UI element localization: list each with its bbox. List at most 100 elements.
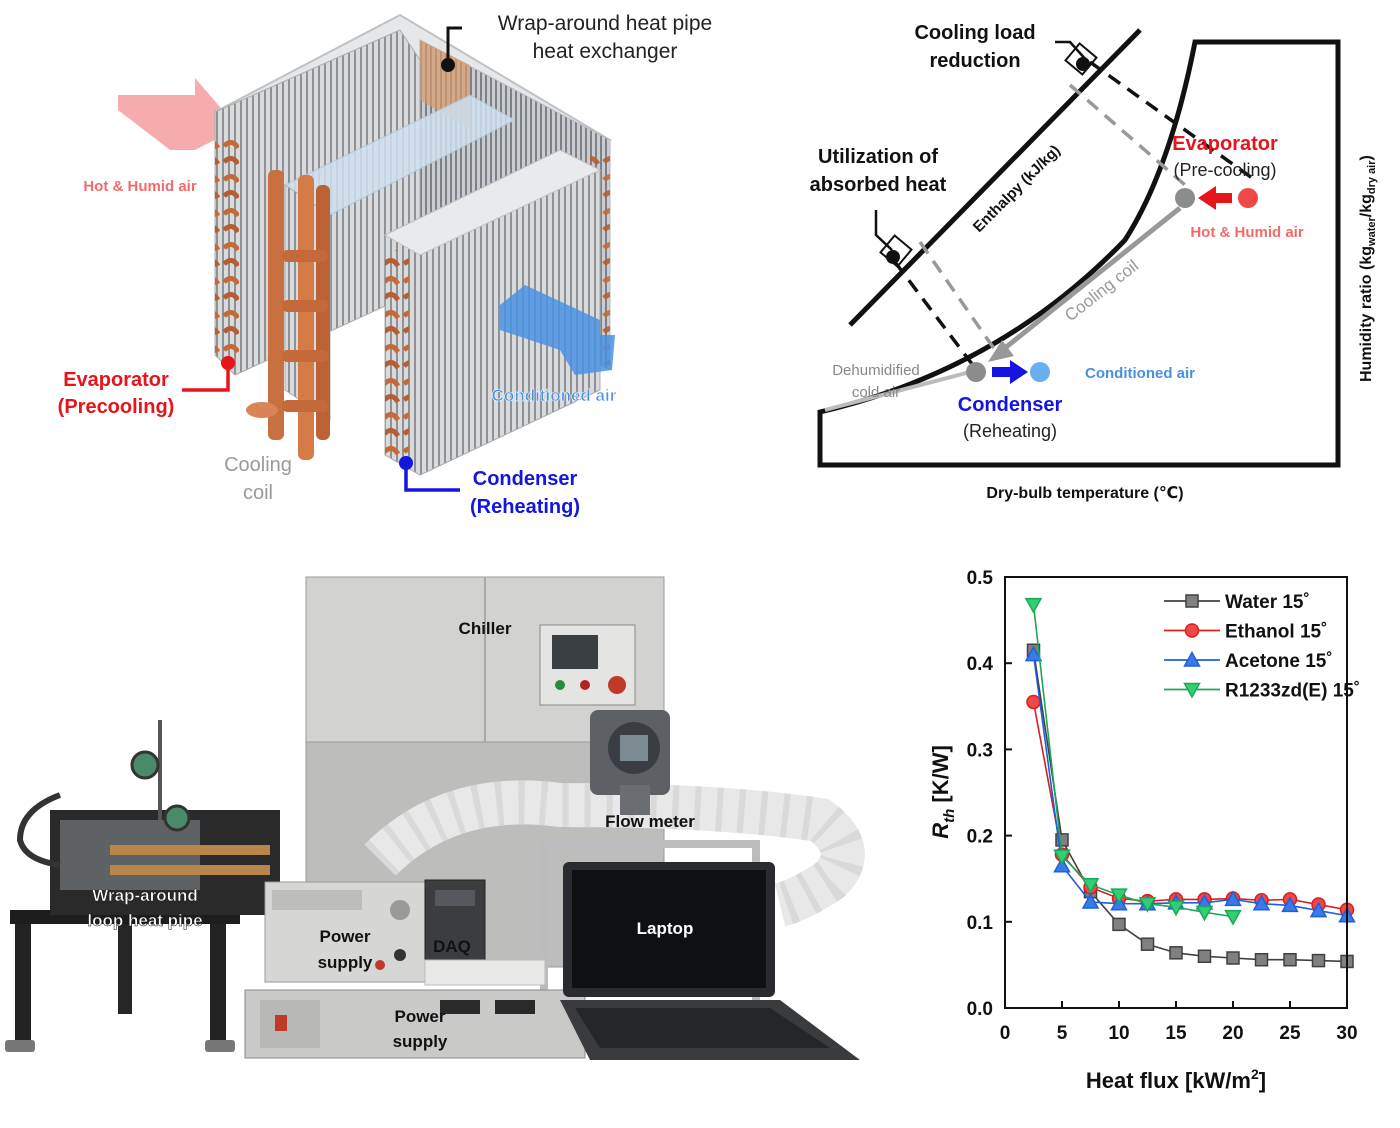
data-point: [1053, 849, 1071, 866]
exchanger-title-1: Wrap-around heat pipe: [498, 12, 712, 35]
psychrometric-panel: Cooling load reduction Utilization of ab…: [770, 0, 1400, 540]
cooling-coil-label: Cooling: [224, 454, 292, 476]
conditioned-air-label: Conditioned air: [492, 386, 617, 405]
absorbed-heat-label: absorbed heat: [810, 174, 947, 196]
data-point: [1026, 694, 1041, 710]
legend-marker: [1183, 650, 1201, 667]
x-tick-label: 25: [1279, 1023, 1301, 1044]
data-point: [1224, 890, 1242, 907]
data-point: [1140, 937, 1155, 951]
loop-heat-pipe-label: loop heat pipe: [87, 911, 202, 930]
condenser-label: Condenser: [473, 468, 578, 490]
data-point: [1169, 946, 1183, 960]
precooling-arrow: [1198, 186, 1232, 210]
data-point: [1195, 905, 1214, 922]
power-supply-2: [244, 989, 586, 1059]
legend-marker: [1185, 594, 1199, 608]
data-point: [1081, 877, 1100, 894]
plot-frame: [1004, 576, 1348, 1009]
data-point: [1112, 917, 1126, 932]
flow-meter-label: Flow meter: [605, 812, 695, 831]
data-point: [1283, 952, 1297, 967]
data-point: [1024, 597, 1043, 614]
data-point: [1024, 645, 1043, 662]
dashed-line-upper: [1088, 60, 1257, 182]
data-point: [1110, 888, 1128, 905]
power-supply-1-label-2: supply: [318, 953, 373, 972]
setup-illustration: Chiller Flow meter Wrap-around loop heat…: [5, 576, 865, 1060]
x-tick-label: 0: [1000, 1023, 1011, 1044]
y-tick-label: 0.5: [967, 568, 994, 589]
hot-air-label: Hot & Humid air: [83, 178, 196, 195]
cooling-coil-pipes: [246, 170, 330, 460]
daq-label: DAQ: [433, 937, 471, 956]
y-axis-label: Rth [K/W]: [928, 745, 958, 839]
cooling-coil-arrow: [998, 206, 1182, 354]
title-leader-line: [446, 26, 462, 62]
utilization-leader: [874, 210, 893, 251]
evaporator-leader-line: [182, 365, 230, 392]
legend-marker: [1183, 682, 1201, 699]
y-tick-label: 0.2: [967, 827, 993, 848]
data-point: [1197, 949, 1212, 964]
experimental-setup-photo: Chiller Flow meter Wrap-around loop heat…: [0, 560, 880, 1123]
y-tick-label: 0.3: [967, 740, 993, 761]
x-tick-label: 10: [1108, 1023, 1129, 1044]
hot-air-point: [1238, 188, 1258, 208]
exchanger-title-2: heat exchanger: [533, 40, 678, 63]
reduction-label: reduction: [929, 50, 1020, 72]
precooling-label: (Precooling): [58, 396, 175, 418]
legend-label: Water 15˚: [1225, 592, 1310, 613]
legend-label: Acetone 15˚: [1225, 651, 1333, 672]
cooling-load-label: Cooling load: [914, 22, 1035, 44]
series-line-1: [1032, 701, 1348, 911]
data-point: [1138, 896, 1157, 913]
data-point: [1309, 901, 1328, 918]
daq-unit: [424, 879, 546, 986]
dehumidified-label: Dehumidified: [832, 362, 920, 379]
utilization-label: Utilization of: [818, 146, 938, 168]
laptop-label: Laptop: [637, 919, 694, 938]
y-tick-label: 0.0: [967, 999, 993, 1020]
legend-label: Ethanol 15˚: [1225, 622, 1327, 643]
reheating-label: (Reheating): [470, 496, 580, 518]
data-point: [1224, 909, 1242, 926]
data-point: [1167, 900, 1185, 917]
hot-air-arrow: [118, 78, 238, 150]
heat-exchanger-render-panel: Wrap-around heat pipe heat exchanger Hot…: [0, 0, 760, 540]
x-axis-label: Dry-bulb temperature (℃): [986, 485, 1183, 502]
chiller-label: Chiller: [459, 619, 512, 638]
data-point: [1081, 892, 1100, 909]
data-point: [1254, 952, 1269, 967]
evaporator-label: Evaporator: [63, 369, 169, 391]
power-supply-1-label: Power: [319, 927, 370, 946]
wrap-around-label: Wrap-around: [92, 886, 197, 905]
dehumidified-point: [966, 362, 986, 382]
evaporator-label: Evaporator: [1172, 133, 1278, 155]
precooled-point: [1175, 188, 1195, 208]
power-supply-2-label-2: supply: [393, 1032, 448, 1051]
x-tick-label: 20: [1222, 1023, 1243, 1044]
psychrometric-diagram: Cooling load reduction Utilization of ab…: [810, 22, 1378, 502]
conditioned-point: [1030, 362, 1050, 382]
legend-marker: [1184, 623, 1200, 638]
precooling-label: (Pre-cooling): [1173, 160, 1276, 180]
data-point: [1252, 894, 1271, 911]
loop-heat-pipe-rig: [5, 720, 280, 1052]
y-axis-label: Humidity ratio (kgwater/kgdry air): [1358, 155, 1378, 382]
data-point: [1226, 951, 1240, 965]
data-point: [1311, 953, 1326, 968]
x-tick-label: 15: [1165, 1023, 1187, 1044]
data-point: [1281, 896, 1299, 913]
condenser-leader-line: [404, 466, 460, 492]
enthalpy-line-upper: [848, 28, 1142, 327]
conditioned-air-arrow: [500, 285, 615, 375]
flow-meter: [364, 710, 865, 927]
reheating-arrow: [992, 360, 1028, 384]
dashed-line-lower: [893, 260, 977, 370]
x-tick-label: 30: [1336, 1023, 1357, 1044]
conditioned-air-label: Conditioned air: [1085, 365, 1195, 382]
y-tick-label: 0.1: [967, 913, 994, 934]
